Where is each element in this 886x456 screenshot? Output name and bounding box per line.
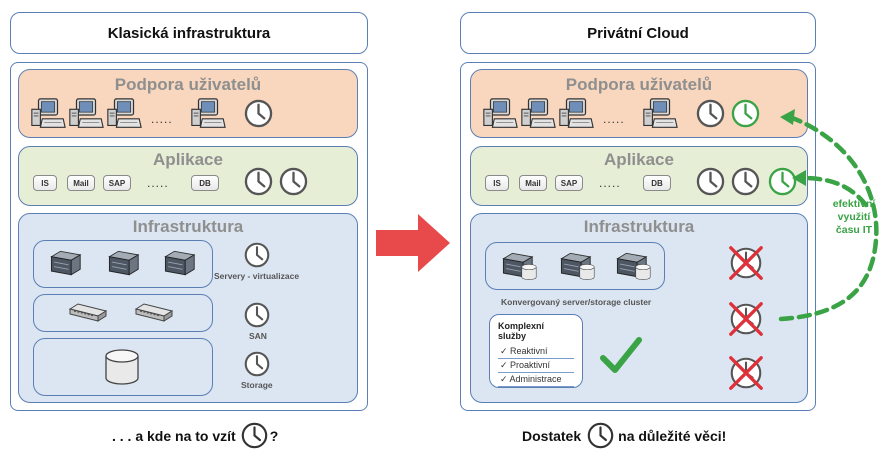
right-title-text: Privátní Cloud [587, 24, 689, 42]
app-db: DB [643, 175, 671, 191]
app-sap: SAP [555, 175, 583, 191]
right-caption-pre: Dostatek [522, 427, 582, 444]
service-item: ✓ Proaktivní [498, 359, 574, 373]
services-box: Komplexní služby ✓ Reaktivní ✓ Proaktivn… [489, 314, 583, 388]
left-caption-pre: . . . a kde na to vzít [112, 427, 236, 444]
left-caption: . . . a kde na to vzít ? [112, 422, 278, 449]
arrow-right-icon [376, 214, 450, 272]
left-san-box [33, 294, 213, 332]
services-title: Komplexní služby [498, 321, 545, 341]
app-mail: Mail [67, 175, 95, 191]
right-infra-title: Infrastruktura [583, 217, 695, 236]
left-apps-layer: Aplikace IS Mail SAP ..... DB [18, 146, 358, 206]
left-title-text: Klasická infrastruktura [107, 24, 271, 42]
right-caption-post: na důležité věci! [618, 427, 727, 444]
app-is: IS [485, 175, 509, 191]
left-server-box [33, 240, 213, 288]
service-item: ✓ Reaktivní [498, 345, 574, 359]
right-users-title: Podpora uživatelů [565, 75, 713, 94]
left-infra-title: Infrastruktura [132, 217, 244, 236]
right-users-dots: ..... [603, 112, 625, 126]
left-users-title: Podpora uživatelů [114, 75, 262, 94]
left-title: Klasická infrastruktura [10, 12, 368, 54]
label-storage: Storage [241, 380, 273, 390]
right-apps-layer: Aplikace IS Mail SAP ..... DB [470, 146, 808, 206]
right-caption: Dostatek na důležité věci! [522, 422, 726, 449]
app-sap: SAP [103, 175, 131, 191]
checkmark-icon [600, 337, 642, 373]
right-apps-title: Aplikace [604, 150, 674, 169]
right-apps-dots: ..... [599, 176, 621, 190]
cluster-label: Konvergovaný server/storage cluster [501, 297, 652, 307]
efficiency-note: efektivní využití času IT [826, 198, 882, 237]
left-storage-box [33, 338, 213, 396]
left-apps-dots: ..... [147, 176, 169, 190]
left-infra-layer: Infrastruktura Servery - virtualizace SA… [18, 213, 358, 403]
efficiency-note-line: efektivní [832, 198, 876, 210]
right-infra-layer: Infrastruktura Konvergovaný server/stora… [470, 213, 808, 403]
left-users-layer: Podpora uživatelů ..... [18, 69, 358, 138]
left-caption-post: ? [269, 427, 279, 444]
left-apps-title: Aplikace [153, 150, 223, 169]
cluster-box [485, 242, 665, 290]
efficiency-note-line: času IT [835, 224, 873, 236]
service-item: ✓ Administrace [498, 373, 574, 387]
app-is: IS [33, 175, 57, 191]
label-servery: Servery - virtualizace [214, 271, 300, 281]
right-users-layer: Podpora uživatelů ..... [470, 69, 808, 138]
app-db: DB [191, 175, 219, 191]
app-mail: Mail [519, 175, 547, 191]
efficiency-note-line: využití [837, 211, 871, 223]
left-users-dots: ..... [151, 112, 173, 126]
right-title: Privátní Cloud [460, 12, 816, 54]
label-san: SAN [249, 331, 267, 341]
